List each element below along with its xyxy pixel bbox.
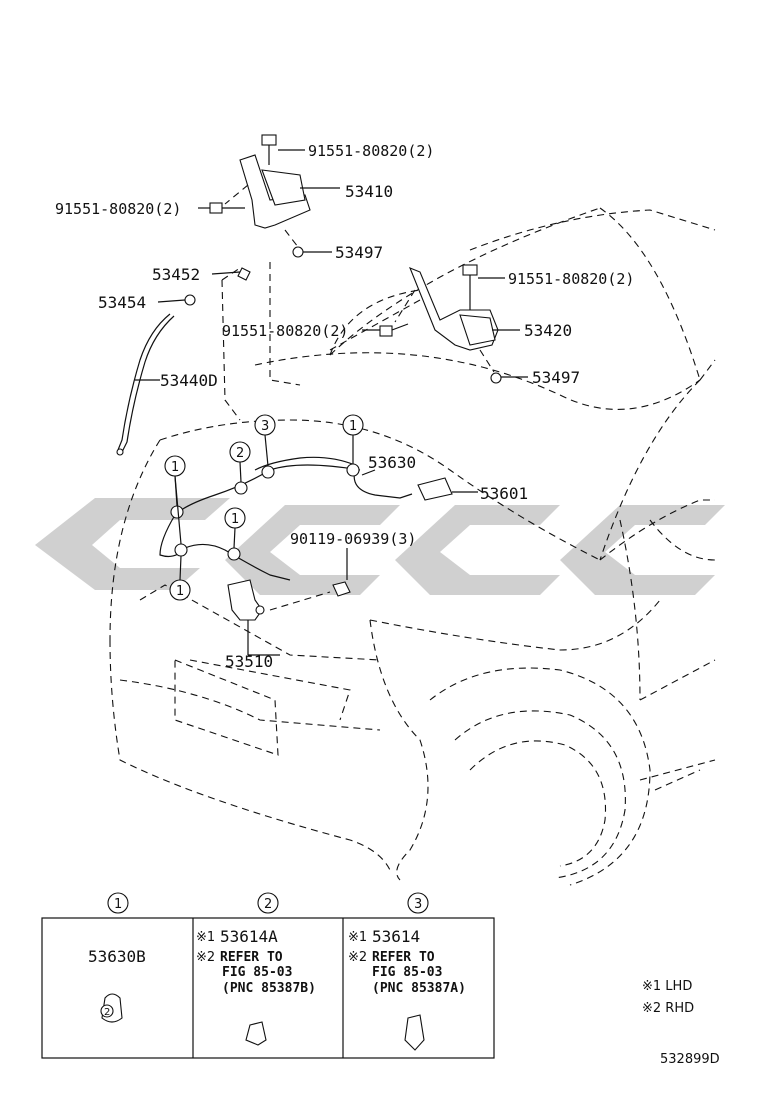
label-91551-top: 91551-80820(2) [308,142,434,160]
watermark-logo [35,498,725,595]
legend-box1-part: 53630B [88,947,146,966]
legend-box2-line2: FIG 85-03 [222,965,292,980]
label-53454: 53454 [98,293,146,312]
legend-box3-mark1: ※1 [348,930,367,945]
callouts: 3 1 2 1 1 1 [164,414,364,601]
leader-lines [135,149,528,656]
callout-1-a: 1 [349,419,357,434]
legend-box2-title: 2 [264,897,272,912]
label-91551-right: 91551-80820(2) [508,270,634,288]
label-91551-center: 91551-80820(2) [222,322,348,340]
legend-box2-line1: REFER TO [220,950,283,965]
callout-1-c: 1 [231,512,239,527]
legend-box2-mark1: ※1 [196,930,215,945]
label-53410: 53410 [345,182,393,201]
label-53497-right: 53497 [532,368,580,387]
label-53452: 53452 [152,265,200,284]
hinge-assembly-right [329,264,502,384]
callout-2: 2 [236,446,244,461]
figure-id: 532899D [660,1052,720,1067]
hood-release-cable [159,456,453,581]
vehicle-outline [109,207,716,886]
callout-3: 3 [261,419,269,434]
label-53440d: 53440D [160,371,218,390]
legend-box1-inner: 2 [104,1007,110,1018]
callout-1-b: 1 [171,460,179,475]
legend-box3-title: 3 [414,897,422,912]
label-90119: 90119-06939(3) [290,530,416,548]
legend-box2-line3: (PNC 85387B) [222,981,316,996]
hinge-assembly-left [209,134,340,258]
legend-box1-title: 1 [114,897,122,912]
legend-table: 1 2 3 53630B 2 ※1 53614A ※2 REFER TO FIG… [41,892,495,1059]
label-53630: 53630 [368,453,416,472]
part-labels: 91551-80820(2) 91551-80820(2) 53410 5349… [55,142,634,671]
hood-stay [116,262,301,456]
label-53497-left: 53497 [335,243,383,262]
callout-1-d: 1 [176,584,184,599]
label-91551-left: 91551-80820(2) [55,200,181,218]
legend-box3-part: 53614 [372,927,420,946]
label-53420: 53420 [524,321,572,340]
note-lhd: ※1 LHD [642,979,692,994]
legend-box2-mark2: ※2 [196,950,215,965]
legend-box3-line1: REFER TO [372,950,435,965]
notes: ※1 LHD ※2 RHD 532899D [642,979,720,1067]
legend-box2-part: 53614A [220,927,278,946]
legend-box3-line2: FIG 85-03 [372,965,442,980]
legend-box3-mark2: ※2 [348,950,367,965]
legend-box3-line3: (PNC 85387A) [372,981,466,996]
note-rhd: ※2 RHD [642,1001,694,1016]
hood-lock [227,579,351,655]
label-53601: 53601 [480,484,528,503]
label-53510: 53510 [225,652,273,671]
